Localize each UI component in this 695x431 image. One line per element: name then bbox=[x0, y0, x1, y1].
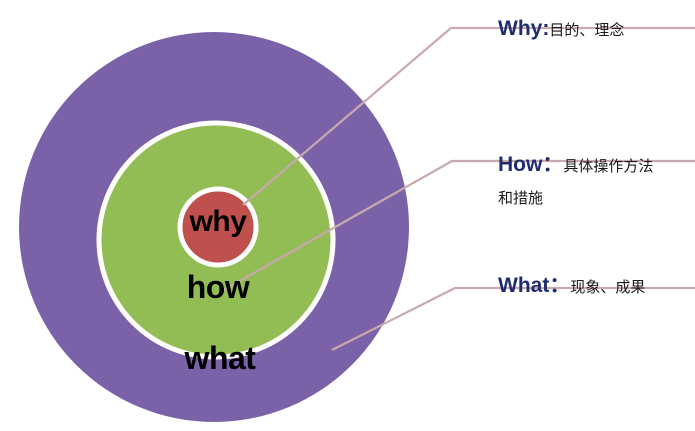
callout-why-keyword: Why: bbox=[498, 17, 550, 40]
ring-how-label: how bbox=[186, 269, 250, 305]
callout-what: What：现象、成果 bbox=[498, 269, 645, 299]
callout-how-description: 具体操作方法 bbox=[563, 158, 654, 175]
callout-how: How：具体操作方法 和措施 bbox=[498, 148, 653, 208]
callout-what-keyword: What： bbox=[498, 274, 571, 297]
leader-line-how bbox=[221, 159, 695, 292]
callout-how-description-line2: 和措施 bbox=[498, 190, 544, 207]
callout-what-description: 现象、成果 bbox=[570, 279, 646, 296]
ring-what-label: what bbox=[184, 340, 256, 376]
ring-why-circle[interactable] bbox=[177, 186, 259, 268]
leader-line-what bbox=[331, 286, 695, 351]
ring-why-label: why bbox=[189, 205, 247, 238]
callout-why-description: 目的、理念 bbox=[549, 22, 625, 39]
leader-line-why bbox=[242, 26, 695, 206]
callout-how-keyword: How： bbox=[498, 153, 564, 176]
callout-why: Why:目的、理念 bbox=[498, 17, 624, 41]
